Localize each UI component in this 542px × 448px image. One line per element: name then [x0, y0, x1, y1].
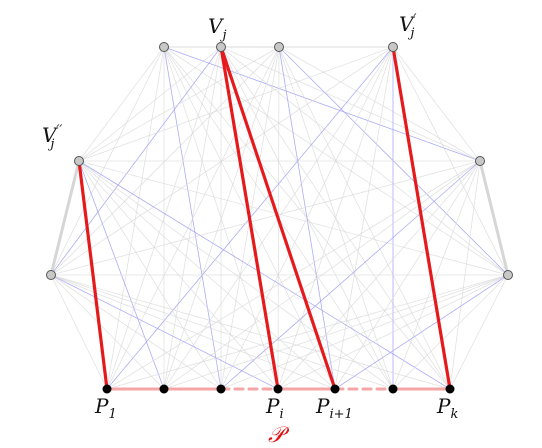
faint-edge: [78, 46, 280, 162]
faint-edge: [334, 46, 394, 390]
path-vertex: [445, 384, 455, 394]
nodes: [46, 42, 513, 394]
faint-edge: [78, 160, 509, 276]
faint-edge: [449, 274, 509, 390]
faint-edge: [106, 46, 280, 390]
faint-edge: [106, 46, 222, 390]
hull-edge-left: [49, 159, 81, 277]
faint-edge: [106, 46, 165, 390]
hull-edge-right: [478, 159, 510, 277]
faint-edge: [78, 46, 394, 162]
path-vertex: [330, 384, 340, 394]
path-vertex: [388, 384, 398, 394]
faint-edge: [163, 46, 481, 162]
red-edge-vjdprime-p1: [77, 159, 109, 391]
red-edge-vjprime-pk: [391, 45, 452, 391]
faint-edge: [50, 274, 222, 390]
red-edges: [77, 45, 452, 391]
faint-edge: [50, 274, 279, 390]
faint-edge: [78, 46, 222, 162]
faint-edge: [50, 274, 336, 390]
faint-edge: [78, 46, 165, 162]
label-vj: Vj: [208, 14, 226, 43]
faint-edge: [50, 274, 394, 390]
gray-vertex: [388, 42, 398, 52]
faint-edge: [50, 160, 481, 276]
faint-edge: [392, 274, 509, 390]
faint-edge: [277, 46, 394, 390]
gray-vertex: [274, 42, 284, 52]
faint-edge: [220, 274, 509, 390]
label-vj-prime: V′j: [399, 12, 416, 41]
faint-edge: [106, 274, 509, 390]
faint-edge: [220, 46, 481, 162]
label-p1: P1: [94, 394, 117, 422]
gray-vertex: [503, 270, 513, 280]
faint-edge: [163, 46, 280, 390]
faint-edge: [392, 46, 481, 162]
faint-edge: [277, 274, 509, 390]
label-pi-plus-1: Pi+1: [315, 394, 353, 422]
red-edge-vj-pi1: [219, 45, 337, 391]
red-edge-vj-pi: [219, 45, 280, 391]
faint-edge: [163, 46, 222, 390]
gray-vertex: [216, 42, 226, 52]
gray-vertex: [46, 270, 56, 280]
faint-edge: [334, 274, 509, 390]
gray-vertex: [159, 42, 169, 52]
label-vj-dprime: V′′j: [42, 123, 62, 152]
label-pk: Pk: [436, 394, 458, 422]
path-vertex: [216, 384, 226, 394]
faint-edge: [50, 274, 165, 390]
path-vertex: [102, 384, 112, 394]
faint-edge: [278, 46, 394, 390]
gray-vertex: [475, 156, 485, 166]
hull-edges: [49, 159, 510, 277]
label-path-name: 𝒫: [268, 423, 290, 448]
label-pi: Pi: [265, 394, 284, 422]
gray-vertex: [74, 156, 84, 166]
faint-edge: [163, 274, 509, 390]
faint-edge: [278, 46, 481, 162]
faint-edge: [278, 46, 451, 390]
faint-edge: [50, 274, 108, 390]
path-vertex: [159, 384, 169, 394]
path-vertex: [273, 384, 283, 394]
faint-edge: [50, 274, 451, 390]
